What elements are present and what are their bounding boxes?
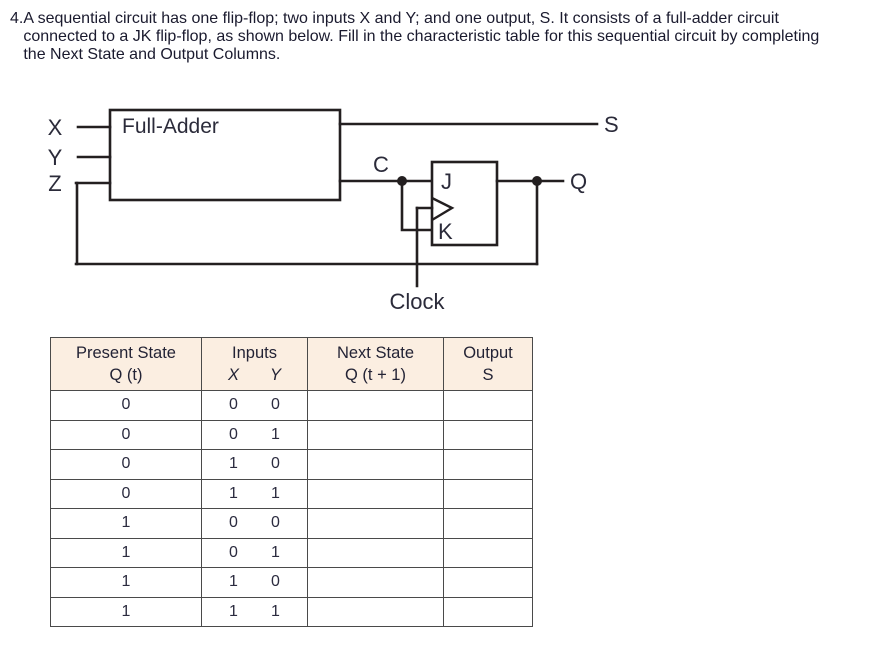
cell-next-state[interactable] — [307, 478, 444, 509]
cell-output-s[interactable] — [443, 508, 533, 539]
table-header: Present State Q (t) Inputs X Y Next Stat… — [50, 337, 533, 391]
header-inputs-vars: X Y — [202, 364, 307, 386]
cell-input-y: 0 — [271, 396, 280, 414]
cell-next-state[interactable] — [307, 596, 444, 627]
label-clock: Clock — [389, 289, 445, 314]
cell-present-state: 0 — [50, 419, 202, 450]
cell-next-state[interactable] — [307, 567, 444, 598]
cell-present-state: 1 — [50, 596, 202, 627]
cell-input-x: 0 — [229, 514, 238, 532]
cell-present-state: 0 — [50, 449, 202, 480]
cell-next-state[interactable] — [307, 537, 444, 568]
label-input-y: Y — [48, 145, 63, 170]
cell-present-state: 1 — [50, 567, 202, 598]
cell-input-y: 1 — [271, 484, 280, 502]
question-text: A sequential circuit has one flip-flop; … — [23, 10, 820, 63]
cell-next-state[interactable] — [307, 390, 444, 421]
cell-output-s[interactable] — [443, 390, 533, 421]
label-output-q: Q — [570, 169, 587, 194]
header-present-state-line2: Q (t) — [109, 366, 143, 384]
cell-input-y: 0 — [271, 514, 280, 532]
header-inputs-line1: Inputs — [232, 344, 277, 362]
cell-output-s[interactable] — [443, 449, 533, 480]
cell-input-x: 1 — [229, 455, 238, 473]
cell-input-x: 0 — [229, 543, 238, 561]
cell-output-s[interactable] — [443, 537, 533, 568]
header-present-state-line1: Present State — [76, 344, 176, 362]
column-header-output: Output S — [443, 337, 533, 391]
cell-output-s[interactable] — [443, 478, 533, 509]
cell-input-x: 1 — [229, 573, 238, 591]
label-node-c: C — [373, 152, 389, 177]
circuit-diagram: X Y Z Full-Adder C S Q J K Clock — [0, 98, 660, 316]
header-next-state-line1: Next State — [336, 344, 415, 362]
header-next-state-line2: Q (t + 1) — [345, 366, 406, 384]
label-input-x: X — [48, 115, 63, 140]
cell-input-y: 1 — [271, 543, 280, 561]
cell-next-state[interactable] — [307, 419, 444, 450]
characteristic-table: Present State Q (t) Inputs X Y Next Stat… — [50, 337, 533, 627]
cell-present-state: 1 — [50, 537, 202, 568]
cell-present-state: 0 — [50, 478, 202, 509]
full-adder-box — [108, 108, 342, 202]
cell-present-state: 0 — [50, 390, 202, 421]
cell-input-y: 1 — [271, 425, 280, 443]
column-header-present-state: Present State Q (t) — [50, 337, 202, 391]
label-ff-k: K — [438, 219, 453, 244]
cell-output-s[interactable] — [443, 567, 533, 598]
cell-output-s[interactable] — [443, 596, 533, 627]
question-number: 4. — [10, 10, 24, 27]
column-header-next-state: Next State Q (t + 1) — [307, 337, 444, 391]
cell-present-state: 1 — [50, 508, 202, 539]
wire-c-to-k — [400, 179, 434, 232]
label-output-s: S — [604, 112, 619, 137]
cell-output-s[interactable] — [443, 419, 533, 450]
label-input-z: Z — [48, 171, 61, 196]
header-output-line1: Output — [463, 344, 513, 362]
cell-input-y: 0 — [271, 573, 280, 591]
cell-input-x: 1 — [229, 484, 238, 502]
cell-next-state[interactable] — [307, 449, 444, 480]
cell-input-x: 0 — [229, 425, 238, 443]
header-input-x: X — [227, 366, 239, 384]
header-output-line2: S — [482, 366, 494, 384]
cell-input-x: 1 — [229, 602, 238, 620]
label-full-adder: Full-Adder — [122, 115, 219, 138]
header-input-y: Y — [269, 366, 281, 384]
cell-input-y: 0 — [271, 455, 280, 473]
question-block: 4. A sequential circuit has one flip-flo… — [0, 0, 883, 64]
cell-input-y: 1 — [271, 602, 280, 620]
column-header-inputs: Inputs X Y — [201, 337, 308, 391]
clock-triangle-icon — [431, 196, 455, 222]
table-header-row: Present State Q (t) Inputs X Y Next Stat… — [50, 337, 533, 391]
cell-next-state[interactable] — [307, 508, 444, 539]
label-ff-j: J — [441, 169, 452, 194]
cell-input-x: 0 — [229, 396, 238, 414]
